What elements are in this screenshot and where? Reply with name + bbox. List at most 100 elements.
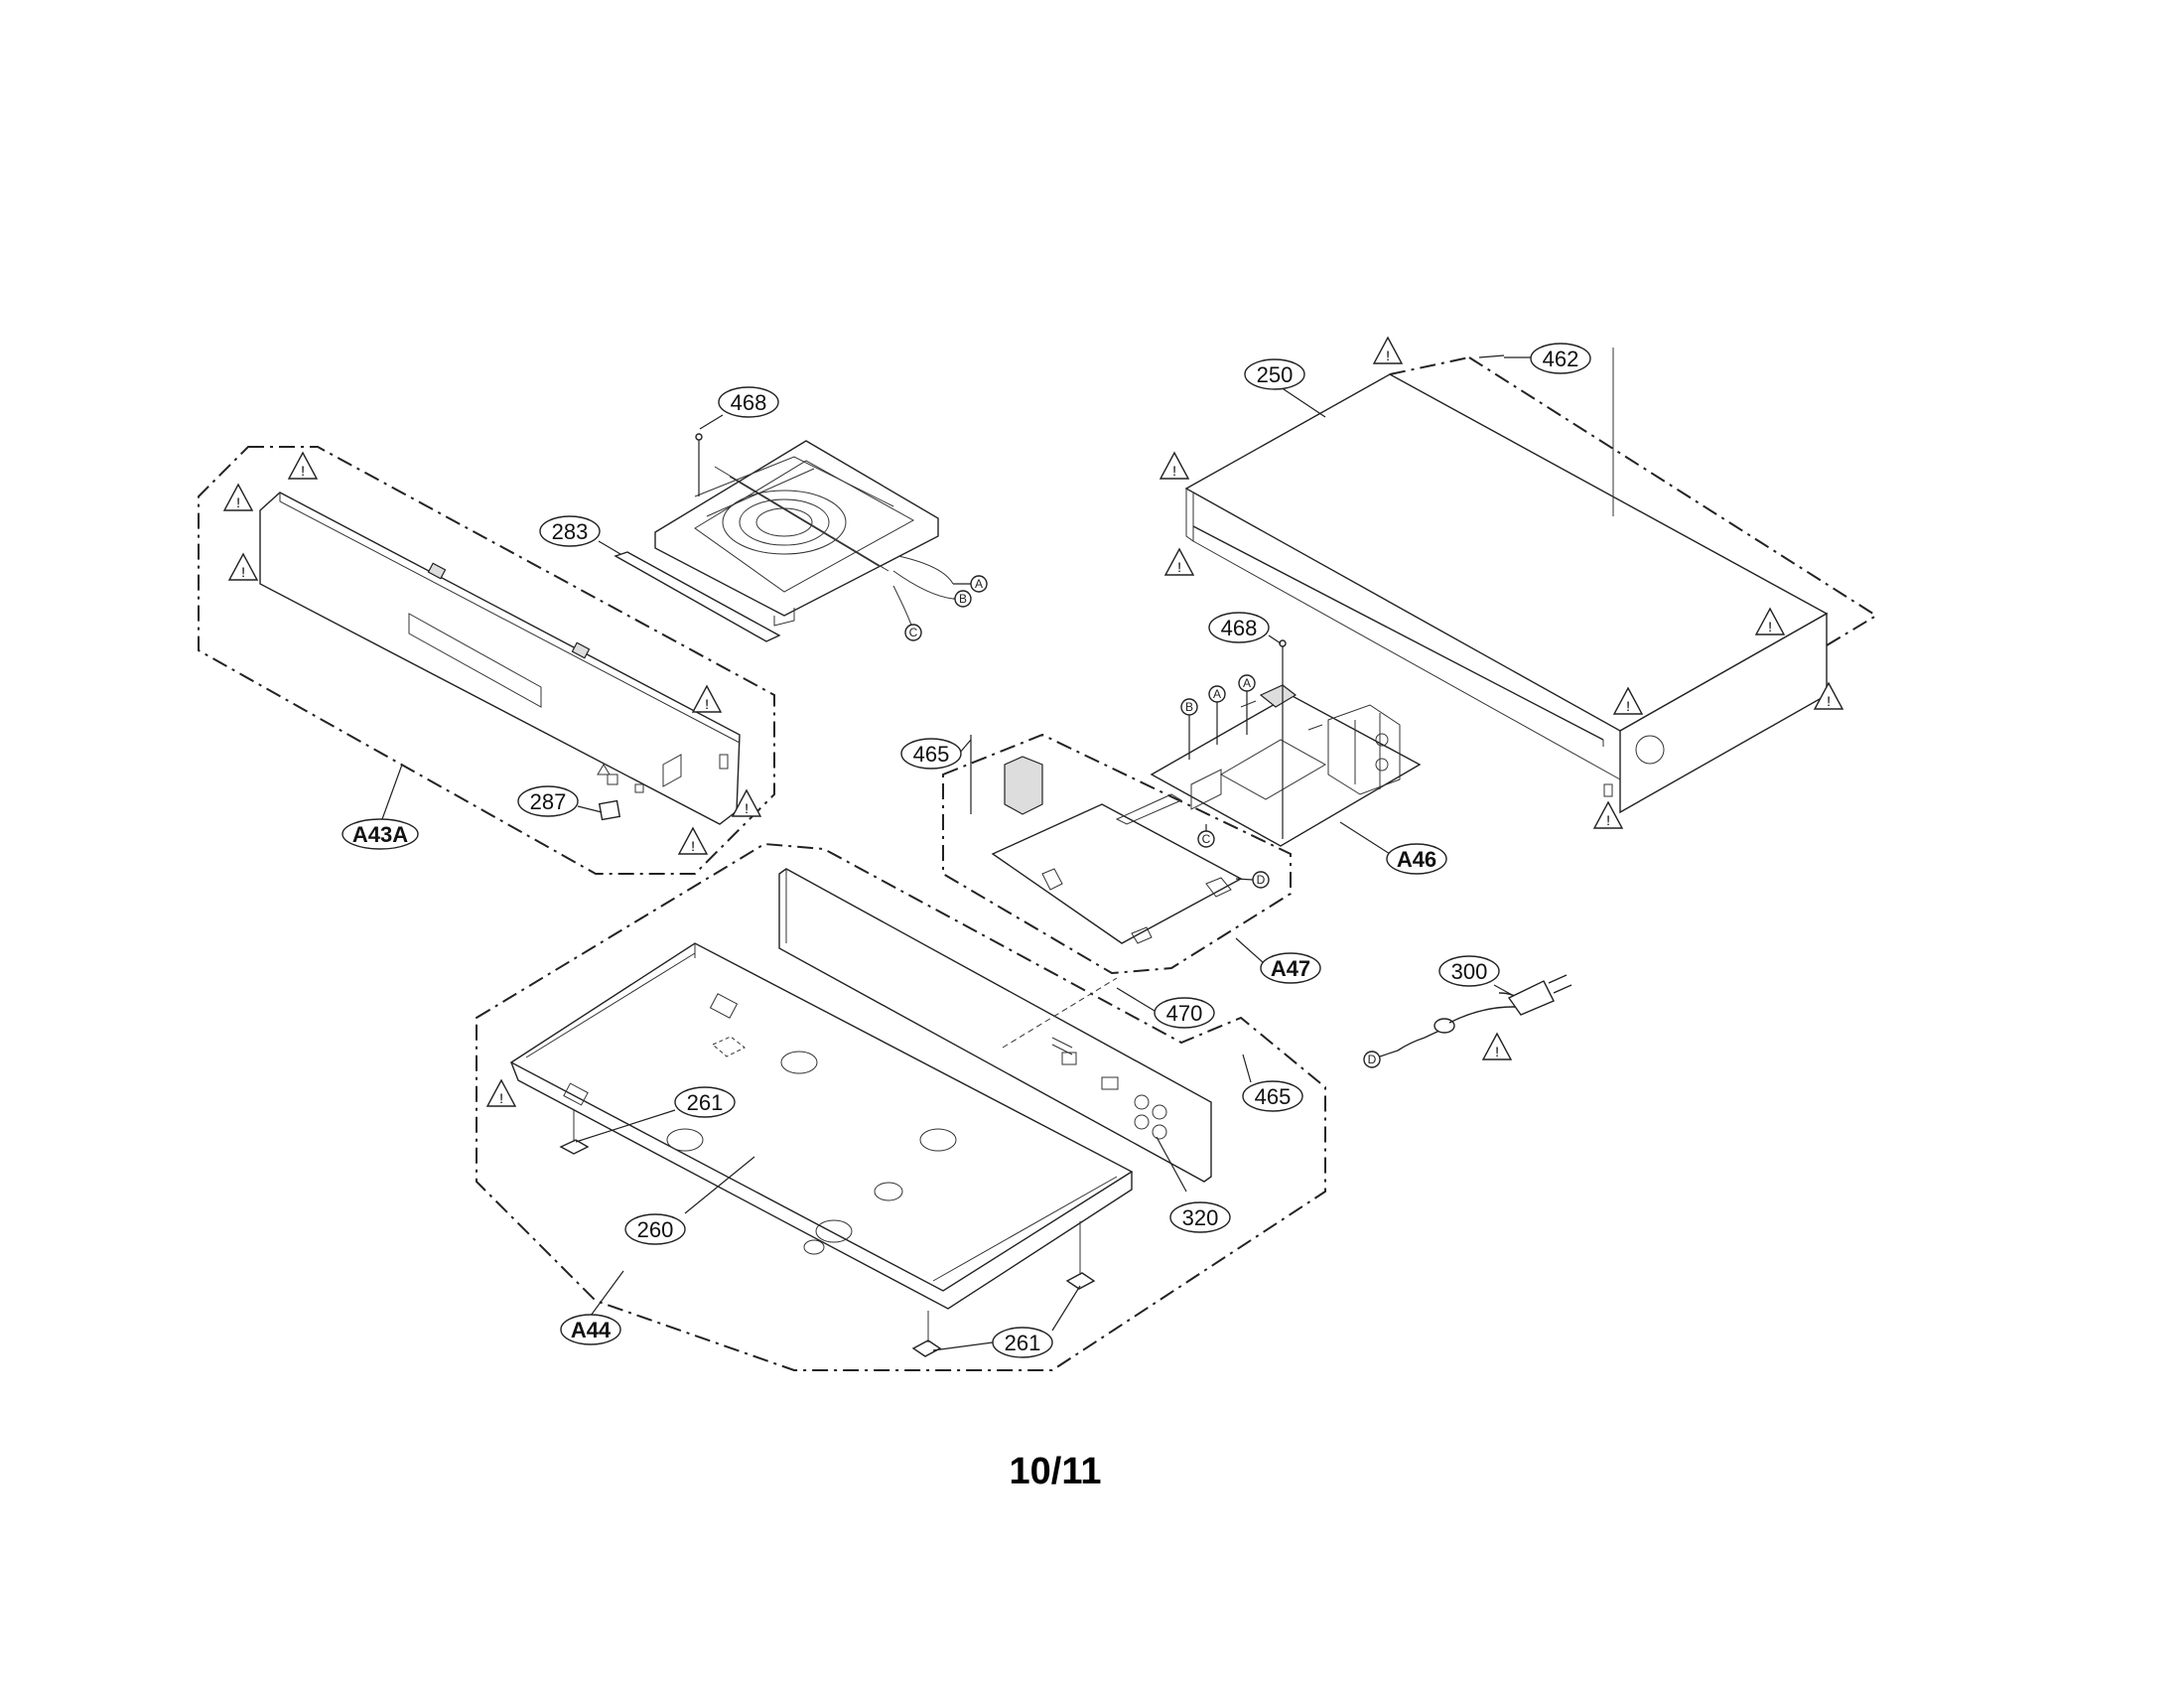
svg-text:B: B bbox=[959, 592, 967, 606]
svg-text:!: ! bbox=[691, 838, 695, 854]
callout-465-board-screw: 465 bbox=[900, 738, 972, 770]
svg-text:C: C bbox=[1202, 832, 1211, 846]
svg-text:!: ! bbox=[1386, 348, 1390, 363]
tray-cover-part bbox=[614, 551, 781, 642]
warning-icon: ! bbox=[1592, 800, 1624, 829]
svg-text:A: A bbox=[975, 577, 983, 591]
svg-text:D: D bbox=[1368, 1053, 1377, 1066]
svg-text:D: D bbox=[1257, 873, 1266, 887]
svg-text:!: ! bbox=[499, 1090, 503, 1106]
svg-text:250: 250 bbox=[1257, 362, 1294, 387]
svg-text:287: 287 bbox=[530, 789, 567, 814]
callout-320-back-panel: 320 bbox=[1156, 1136, 1231, 1233]
svg-text:462: 462 bbox=[1543, 347, 1579, 371]
svg-text:320: 320 bbox=[1182, 1205, 1219, 1230]
page-number: 10/11 bbox=[1010, 1451, 1102, 1492]
warning-icon: ! bbox=[1163, 547, 1195, 576]
connector-b: B bbox=[953, 590, 972, 608]
svg-text:!: ! bbox=[241, 564, 245, 580]
warning-icon: ! bbox=[222, 483, 254, 511]
front-panel-group-outline bbox=[198, 446, 775, 875]
warning-symbols: ! ! ! ! ! ! ! ! bbox=[222, 336, 1844, 1107]
callout-468-board-screw: 468 bbox=[1208, 612, 1282, 644]
svg-text:!: ! bbox=[1495, 1044, 1499, 1059]
chassis-group-outline bbox=[476, 842, 1326, 1371]
svg-text:!: ! bbox=[301, 463, 305, 479]
callout-470-screw: 470 bbox=[1116, 987, 1215, 1029]
svg-text:A46: A46 bbox=[1397, 847, 1436, 872]
callout-a44: A44 bbox=[560, 1270, 624, 1345]
disc-loader bbox=[614, 433, 954, 642]
svg-text:A47: A47 bbox=[1271, 956, 1310, 981]
callout-468-loader-screw: 468 bbox=[699, 386, 779, 430]
svg-text:!: ! bbox=[1626, 698, 1630, 714]
callout-465-chassis-screw: 465 bbox=[1242, 1054, 1303, 1112]
warning-icon: ! bbox=[287, 451, 319, 480]
svg-text:!: ! bbox=[705, 696, 709, 712]
svg-text:!: ! bbox=[236, 494, 240, 510]
warning-icon: ! bbox=[1754, 607, 1786, 635]
connector-d: D bbox=[1235, 871, 1270, 889]
svg-text:!: ! bbox=[1768, 619, 1772, 634]
svg-text:468: 468 bbox=[731, 390, 767, 415]
svg-text:!: ! bbox=[1827, 693, 1831, 709]
svg-text:465: 465 bbox=[913, 742, 950, 767]
svg-text:261: 261 bbox=[687, 1090, 724, 1115]
callout-a46: A46 bbox=[1339, 821, 1447, 875]
warning-icon: ! bbox=[1612, 686, 1644, 715]
top-cover bbox=[1184, 348, 1877, 814]
part-callouts: 468 283 287 250 462 468 bbox=[517, 343, 1591, 1358]
svg-text:260: 260 bbox=[637, 1217, 674, 1242]
callout-287-button: 287 bbox=[517, 785, 603, 817]
svg-text:!: ! bbox=[745, 800, 749, 816]
rear-terminals bbox=[1051, 1037, 1167, 1140]
connector-c: C bbox=[1197, 824, 1215, 848]
warning-icon: ! bbox=[731, 788, 762, 817]
warning-icon: ! bbox=[1372, 336, 1404, 364]
foot-261-left bbox=[559, 1139, 590, 1155]
warning-icon: ! bbox=[485, 1078, 517, 1107]
svg-text:A44: A44 bbox=[571, 1318, 612, 1342]
assembly-callouts: A43A A46 A47 A44 bbox=[341, 764, 1447, 1345]
callout-300-power-cord: 300 bbox=[1438, 955, 1515, 997]
callout-261-foot: 261 bbox=[932, 1285, 1081, 1358]
warning-icon: ! bbox=[1813, 681, 1844, 710]
main-board-a46 bbox=[1150, 639, 1422, 847]
chassis-assembly bbox=[476, 842, 1326, 1371]
callout-283-tray-cover: 283 bbox=[539, 515, 621, 555]
svg-text:470: 470 bbox=[1166, 1001, 1203, 1026]
callout-250-top-cover: 250 bbox=[1244, 358, 1326, 418]
svg-text:468: 468 bbox=[1221, 616, 1258, 640]
connector-d: D bbox=[1363, 1050, 1399, 1068]
callout-a43a: A43A bbox=[341, 764, 419, 850]
warning-icon: ! bbox=[1481, 1032, 1513, 1060]
svg-text:C: C bbox=[909, 626, 918, 639]
warning-icon: ! bbox=[691, 684, 723, 713]
power-button-part bbox=[598, 799, 621, 821]
warning-icon: ! bbox=[677, 826, 709, 855]
connector-a: A bbox=[953, 575, 988, 593]
connector-c: C bbox=[904, 624, 922, 641]
warning-icon: ! bbox=[1159, 451, 1190, 480]
front-panel-assembly bbox=[198, 446, 775, 875]
connector-b: B bbox=[1180, 698, 1198, 760]
connector-a: A bbox=[1238, 674, 1256, 735]
svg-text:A: A bbox=[1213, 687, 1221, 701]
svg-text:!: ! bbox=[1172, 463, 1176, 479]
svg-text:261: 261 bbox=[1005, 1331, 1041, 1355]
power-cord bbox=[1397, 974, 1572, 1052]
svg-text:!: ! bbox=[1177, 559, 1181, 575]
connector-a: A bbox=[1208, 685, 1226, 745]
svg-text:A43A: A43A bbox=[352, 822, 408, 847]
svg-text:283: 283 bbox=[552, 519, 589, 544]
callout-a47: A47 bbox=[1235, 937, 1321, 984]
cover-hole bbox=[1635, 735, 1665, 765]
callout-261-foot: 261 bbox=[575, 1086, 736, 1143]
svg-text:300: 300 bbox=[1451, 959, 1488, 984]
svg-text:A: A bbox=[1243, 676, 1251, 690]
svg-text:!: ! bbox=[1606, 812, 1610, 828]
foot-261-mid bbox=[911, 1339, 942, 1357]
svg-text:B: B bbox=[1185, 700, 1193, 714]
callout-260-chassis: 260 bbox=[624, 1156, 755, 1245]
